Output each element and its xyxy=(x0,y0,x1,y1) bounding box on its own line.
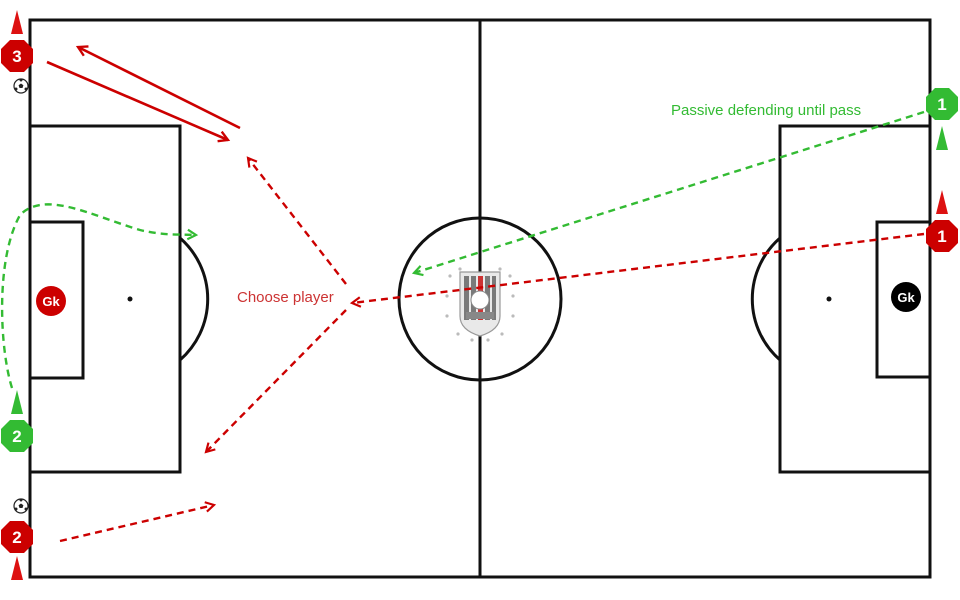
club-crest-logo xyxy=(445,267,515,342)
passive-defending-label: Passive defending until pass xyxy=(671,102,861,119)
cone-icon xyxy=(11,10,23,34)
center-circle xyxy=(397,216,563,382)
green-defender-run-arrow xyxy=(411,110,925,277)
green-runs xyxy=(0,110,925,389)
left-penalty-spot xyxy=(127,296,133,302)
goalkeeper-left: Gk xyxy=(36,286,66,316)
red-pass-to-bottom-arrow xyxy=(204,309,347,454)
soccer-ball-icon xyxy=(13,78,29,94)
red-pass-to-top-arrow xyxy=(246,156,347,285)
green-curved-run-arrow xyxy=(0,203,199,389)
left-goal-area xyxy=(28,220,85,380)
pitch xyxy=(28,18,932,579)
red-curved-run-arrow xyxy=(46,60,231,143)
green-player-badge: 1 xyxy=(926,88,958,120)
right-goal-area xyxy=(875,220,932,379)
svg-text:Gk: Gk xyxy=(42,294,60,309)
green-player-badge: 2 xyxy=(1,420,33,452)
svg-text:Gk: Gk xyxy=(897,290,915,305)
choose-player-label: Choose player xyxy=(237,289,334,306)
svg-text:2: 2 xyxy=(12,528,21,547)
svg-text:1: 1 xyxy=(937,95,946,114)
red-player-badge: 1 xyxy=(926,220,958,252)
right-penalty-spot xyxy=(826,296,832,302)
goalkeeper-right: Gk xyxy=(891,282,921,312)
red-bottom-run-arrow xyxy=(59,501,217,543)
red-long-pass-arrow xyxy=(349,232,925,308)
cone-icon xyxy=(11,556,23,580)
cone-icon xyxy=(11,390,23,414)
right-penalty-arc xyxy=(750,236,781,362)
svg-text:2: 2 xyxy=(12,427,21,446)
red-player-badge: 2 xyxy=(1,521,33,553)
cone-icon xyxy=(936,190,948,214)
red-player-badge: 3 xyxy=(1,40,33,72)
red-return-run-arrow xyxy=(75,45,241,130)
red-runs xyxy=(46,45,925,543)
left-penalty-arc xyxy=(179,236,210,362)
svg-text:3: 3 xyxy=(12,47,21,66)
cone-icon xyxy=(936,126,948,150)
svg-text:1: 1 xyxy=(937,227,946,246)
soccer-ball-icon xyxy=(13,498,29,514)
